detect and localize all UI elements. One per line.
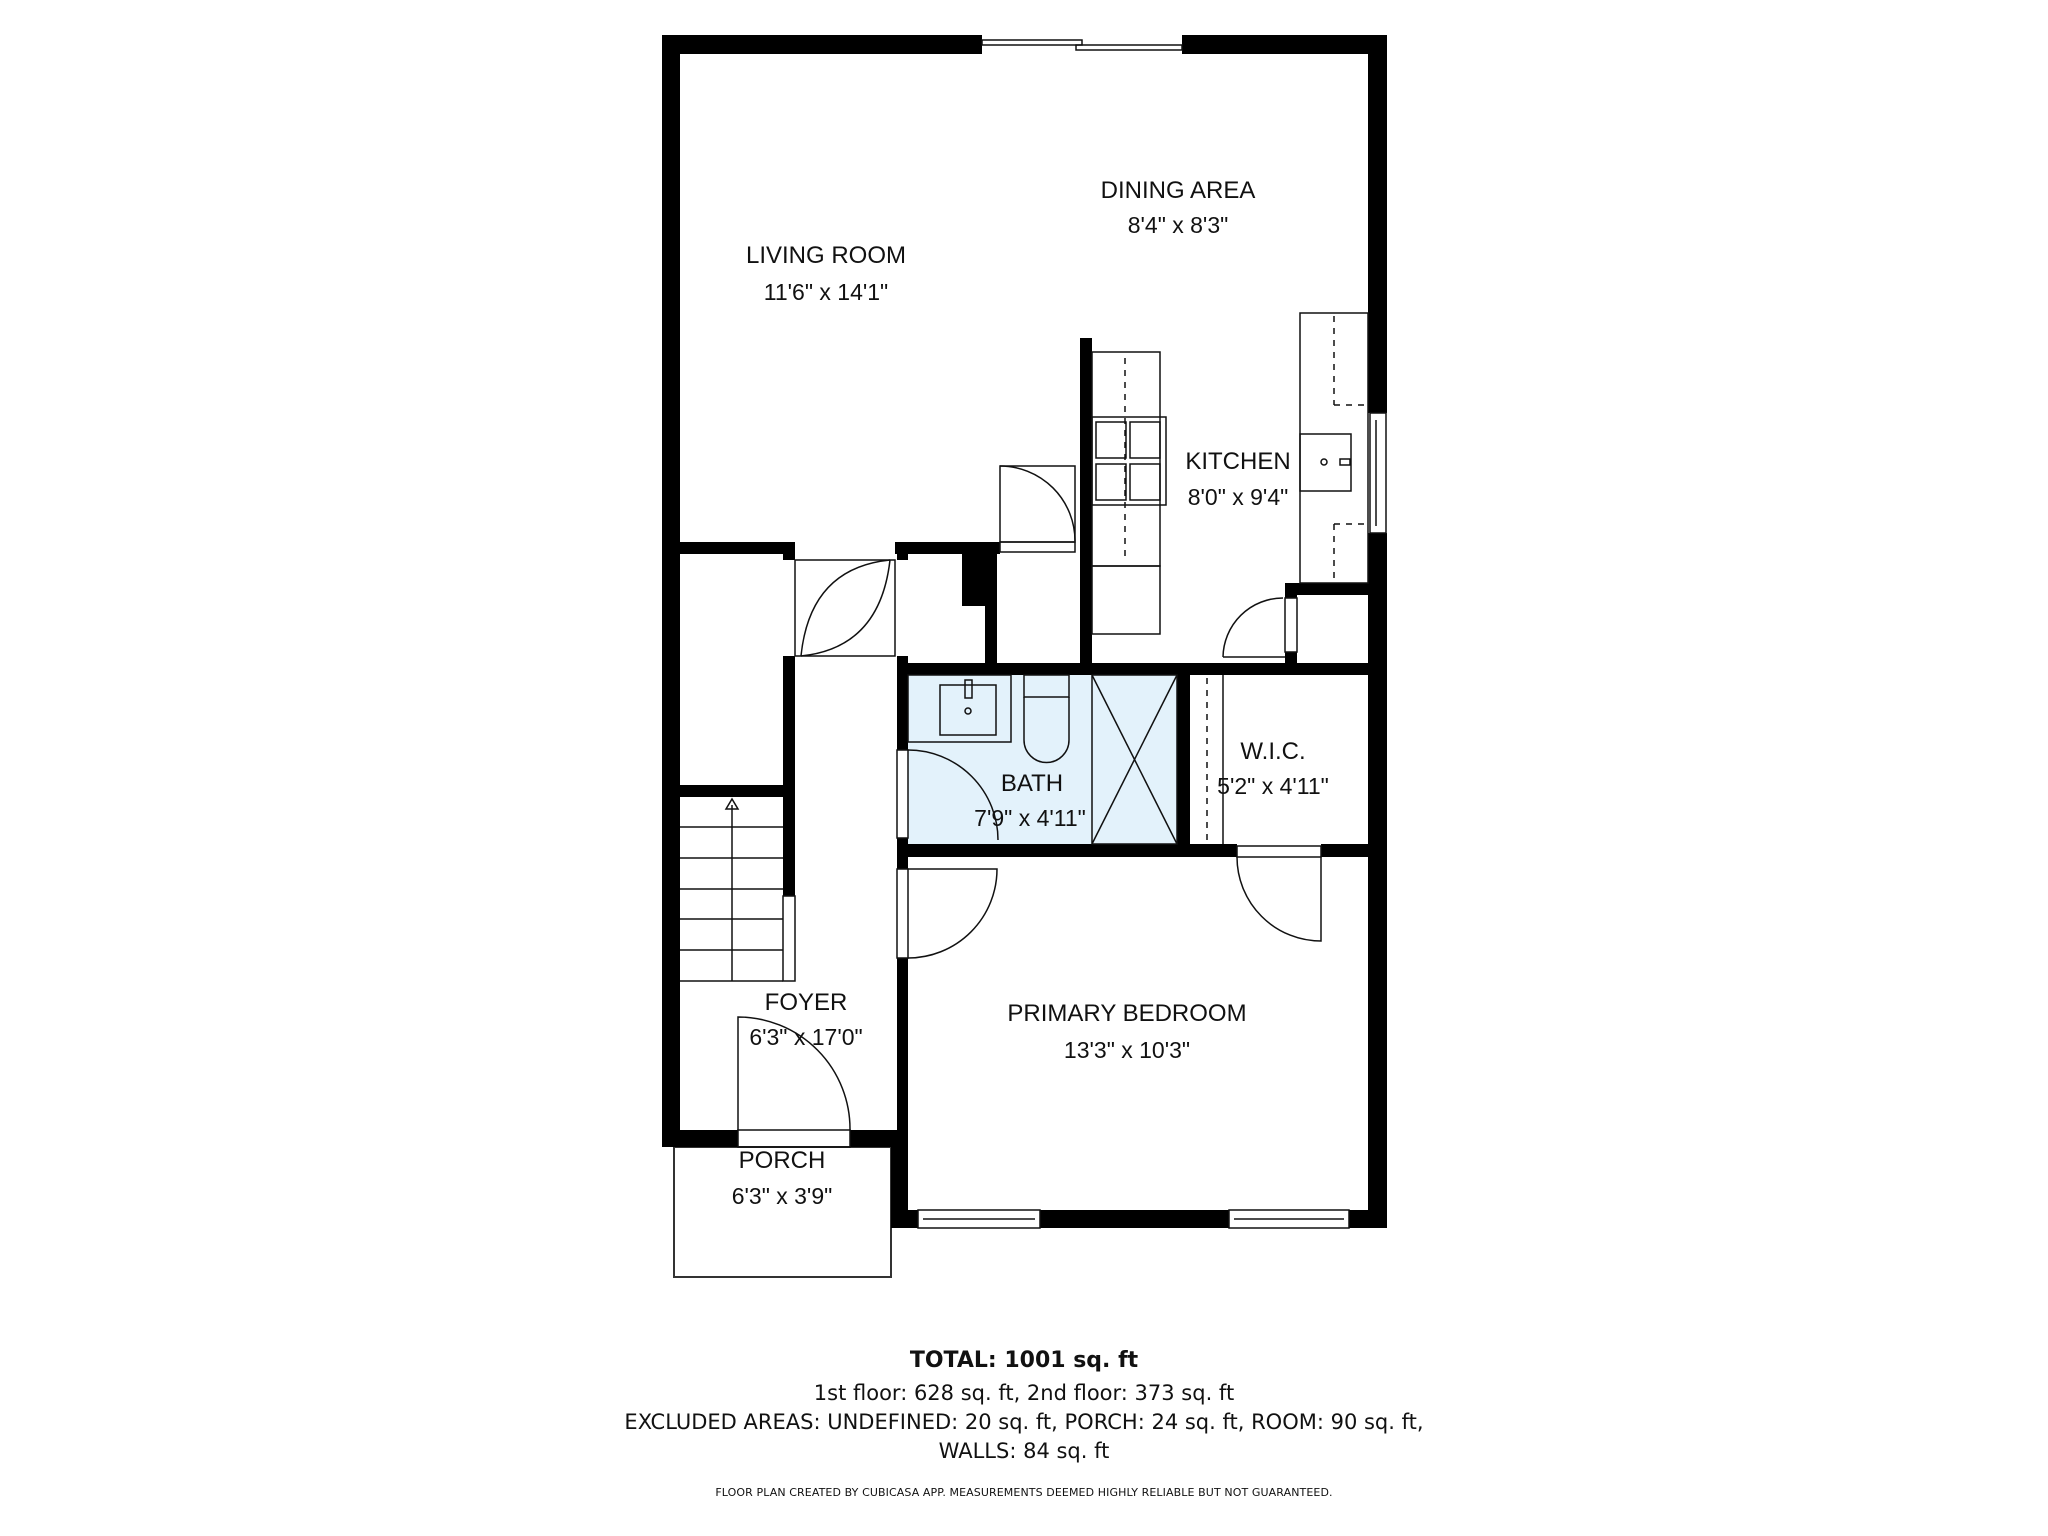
room-label-primary-bedroom: PRIMARY BEDROOM 13'3" x 10'3" — [1007, 1000, 1246, 1063]
svg-text:8'4" x 8'3": 8'4" x 8'3" — [1128, 212, 1229, 238]
floor-areas: 1st floor: 628 sq. ft, 2nd floor: 373 sq… — [813, 1381, 1235, 1405]
disclaimer: FLOOR PLAN CREATED BY CUBICASA APP. MEAS… — [715, 1486, 1333, 1499]
svg-text:7'9" x 4'11": 7'9" x 4'11" — [974, 805, 1086, 831]
svg-text:LIVING ROOM: LIVING ROOM — [746, 242, 906, 269]
room-label-dining-area: DINING AREA 8'4" x 8'3" — [1101, 177, 1256, 238]
room-label-living-room: LIVING ROOM 11'6" x 14'1" — [746, 242, 906, 305]
svg-text:13'3" x 10'3": 13'3" x 10'3" — [1064, 1037, 1190, 1063]
svg-text:FOYER: FOYER — [765, 989, 848, 1016]
bath-floor — [908, 675, 1177, 844]
svg-text:DINING AREA: DINING AREA — [1101, 177, 1256, 204]
svg-text:6'3" x 3'9": 6'3" x 3'9" — [732, 1183, 833, 1209]
svg-text:BATH: BATH — [1001, 770, 1063, 797]
svg-text:PORCH: PORCH — [739, 1147, 826, 1174]
svg-text:8'0" x 9'4": 8'0" x 9'4" — [1188, 484, 1289, 510]
room-label-porch: PORCH 6'3" x 3'9" — [732, 1147, 833, 1209]
svg-text:KITCHEN: KITCHEN — [1185, 448, 1290, 475]
svg-text:5'2" x 4'11": 5'2" x 4'11" — [1217, 773, 1329, 799]
walls — [662, 35, 1387, 1228]
room-label-wic: W.I.C. 5'2" x 4'11" — [1217, 738, 1329, 799]
total-area: TOTAL: 1001 sq. ft — [909, 1348, 1139, 1373]
excluded-areas: EXCLUDED AREAS: UNDEFINED: 20 sq. ft, PO… — [624, 1410, 1424, 1434]
room-label-foyer: FOYER 6'3" x 17'0" — [749, 989, 862, 1050]
room-label-kitchen: KITCHEN 8'0" x 9'4" — [1185, 448, 1290, 510]
svg-text:W.I.C.: W.I.C. — [1240, 738, 1305, 765]
fixtures — [680, 39, 1387, 1229]
svg-text:6'3" x 17'0": 6'3" x 17'0" — [749, 1024, 862, 1050]
room-label-bath: BATH 7'9" x 4'11" — [974, 770, 1086, 831]
svg-text:11'6" x 14'1": 11'6" x 14'1" — [764, 279, 888, 305]
walls-area: WALLS: 84 sq. ft — [938, 1439, 1110, 1463]
svg-text:PRIMARY BEDROOM: PRIMARY BEDROOM — [1007, 1000, 1246, 1027]
